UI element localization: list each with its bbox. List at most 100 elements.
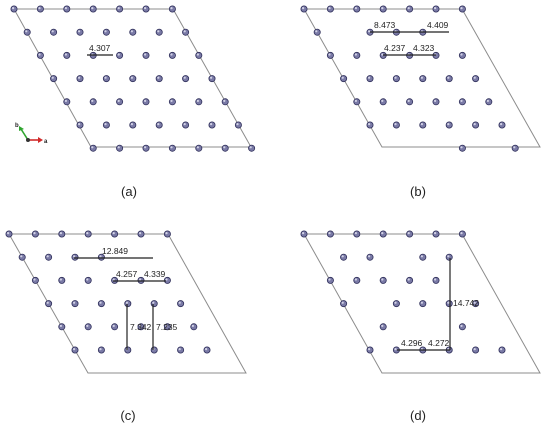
atoms-d-atom-1-2-highlight xyxy=(368,255,371,258)
atoms-a-atom-0-5 xyxy=(142,5,150,13)
atoms-a-atom-6-2-highlight xyxy=(144,146,147,149)
atoms-a-atom-4-0 xyxy=(63,98,71,106)
atoms-d-atom-2-3 xyxy=(406,276,414,284)
atoms-a-atom-5-5 xyxy=(208,121,216,129)
atoms-b-atom-3-2 xyxy=(392,75,400,83)
atoms-a-atom-0-6 xyxy=(168,5,176,13)
atoms-b-atom-6-5-highlight xyxy=(513,146,516,149)
atoms-b-atom-0-4 xyxy=(406,5,414,13)
atoms-a-atom-2-5-highlight xyxy=(170,53,173,56)
panel-c-label: (c) xyxy=(120,408,135,423)
atoms-c-atom-0-1-highlight xyxy=(33,232,36,235)
atoms-c-atom-5-4 xyxy=(177,346,185,354)
atoms-c-atom-2-2-highlight xyxy=(86,278,89,281)
atoms-c-atom-0-5-highlight xyxy=(139,232,142,235)
atoms-b-atom-0-0 xyxy=(300,5,308,13)
atoms-a-atom-0-4 xyxy=(116,5,124,13)
atoms-b-atom-0-3-highlight xyxy=(381,7,384,10)
atoms-c-atom-0-2 xyxy=(58,230,66,238)
atoms-d-atom-3-4-highlight xyxy=(447,301,450,304)
atoms-b-atom-5-1 xyxy=(392,121,400,129)
atoms-b-atom-6-5 xyxy=(511,144,519,152)
atoms-a-atom-5-1 xyxy=(102,121,110,129)
atoms-c-atom-2-3-highlight xyxy=(112,278,115,281)
atoms-c-atom-0-4 xyxy=(111,230,119,238)
atoms-b-atom-4-0-highlight xyxy=(354,99,357,102)
atoms-b-atom-0-2 xyxy=(353,5,361,13)
atoms-c-atom-2-0-highlight xyxy=(33,278,36,281)
atoms-d-atom-5-5-highlight xyxy=(500,348,503,351)
atoms-c-atom-3-3-highlight xyxy=(125,301,128,304)
atoms-d-atom-3-0 xyxy=(340,300,348,308)
atoms-a-atom-3-4 xyxy=(155,75,163,83)
atoms-a-atom-4-6-highlight xyxy=(223,99,226,102)
atoms-c-atom-5-2 xyxy=(124,346,132,354)
atoms-b-atom-0-6-highlight xyxy=(460,7,463,10)
atoms-a-atom-1-5-highlight xyxy=(157,30,160,33)
atoms-a-atom-6-6-highlight xyxy=(249,146,252,149)
atoms-b-atom-5-4 xyxy=(472,121,480,129)
axis-origin xyxy=(26,138,30,142)
atoms-d-atom-0-1 xyxy=(326,230,334,238)
panel-d-atoms xyxy=(300,230,506,354)
atoms-b-atom-5-4-highlight xyxy=(473,123,476,126)
atoms-b-atom-0-5-highlight xyxy=(434,7,437,10)
atoms-a-atom-0-4-highlight xyxy=(117,7,120,10)
atoms-a-atom-1-1 xyxy=(50,28,58,36)
atoms-c-atom-2-5-highlight xyxy=(165,278,168,281)
atoms-a-atom-6-4 xyxy=(195,144,203,152)
atoms-a-atom-6-5-highlight xyxy=(223,146,226,149)
atoms-b-atom-3-2-highlight xyxy=(394,76,397,79)
atoms-a-atom-5-2 xyxy=(129,121,137,129)
atoms-a-atom-3-5-highlight xyxy=(183,76,186,79)
atoms-a-atom-2-1-highlight xyxy=(64,53,67,56)
atoms-b-atom-2-1 xyxy=(353,51,361,59)
panel-c: 12.849 4.257 4.339 7.342 7.235 (c) xyxy=(5,230,247,423)
atoms-c-atom-5-0-highlight xyxy=(73,348,76,351)
atoms-b-atom-2-0 xyxy=(326,51,334,59)
atoms-a-atom-2-0 xyxy=(36,51,44,59)
atoms-d-atom-0-4-highlight xyxy=(407,232,410,235)
atoms-d-atom-1-1 xyxy=(340,253,348,261)
atoms-c-atom-4-1-highlight xyxy=(86,324,89,327)
atoms-a-atom-2-0-highlight xyxy=(38,53,41,56)
atoms-b-atom-1-2-highlight xyxy=(368,30,371,33)
atoms-b-atom-3-1-highlight xyxy=(368,76,371,79)
atoms-c-atom-2-1 xyxy=(58,276,66,284)
atoms-a-atom-5-0-highlight xyxy=(78,123,81,126)
atoms-a-atom-3-2 xyxy=(102,75,110,83)
atoms-b-atom-4-4 xyxy=(458,98,466,106)
atoms-c-atom-4-2 xyxy=(111,323,119,331)
atoms-d-atom-4-4-highlight xyxy=(460,324,463,327)
atoms-b-atom-5-3 xyxy=(445,121,453,129)
atoms-c-atom-1-1-highlight xyxy=(46,255,49,258)
atoms-d-atom-3-3 xyxy=(419,300,427,308)
axis-a-arrowhead xyxy=(38,137,43,143)
atoms-c-atom-3-1 xyxy=(71,300,79,308)
atoms-d-atom-4-1-highlight xyxy=(381,324,384,327)
panel-b-distance-4: 4.323 xyxy=(413,43,435,53)
atoms-a-atom-2-4-highlight xyxy=(144,53,147,56)
atoms-c-atom-1-1 xyxy=(45,253,53,261)
atoms-b-atom-0-1-highlight xyxy=(328,7,331,10)
atoms-d-atom-0-4 xyxy=(406,230,414,238)
atoms-d-atom-3-2 xyxy=(392,300,400,308)
atoms-d-atom-3-5-highlight xyxy=(473,301,476,304)
atoms-d-atom-5-1-highlight xyxy=(394,348,397,351)
axis-b-arrowhead xyxy=(19,126,24,131)
atoms-a-atom-5-4 xyxy=(182,121,190,129)
atoms-a-atom-3-6 xyxy=(208,75,216,83)
atoms-c-atom-3-4 xyxy=(150,300,158,308)
atoms-a-atom-3-1 xyxy=(76,75,84,83)
atoms-c-atom-5-4-highlight xyxy=(178,348,181,351)
atoms-b-atom-2-1-highlight xyxy=(354,53,357,56)
atoms-a-atom-3-3 xyxy=(129,75,137,83)
atoms-d-atom-0-0-highlight xyxy=(302,232,305,235)
atoms-b-atom-5-1-highlight xyxy=(394,123,397,126)
axis-b-label: b xyxy=(15,123,19,129)
atoms-d-atom-5-4-highlight xyxy=(473,348,476,351)
atoms-a-atom-4-3-highlight xyxy=(144,99,147,102)
atoms-b-atom-6-3 xyxy=(458,144,466,152)
panel-a-atoms xyxy=(10,5,256,152)
atoms-b-atom-6-3-highlight xyxy=(460,146,463,149)
